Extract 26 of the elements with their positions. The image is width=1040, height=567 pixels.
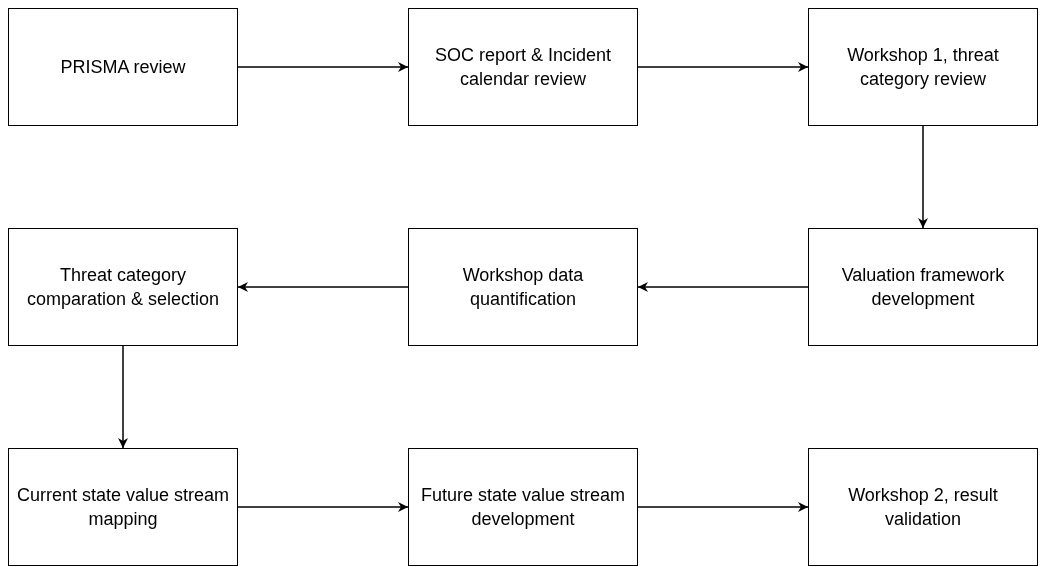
- arrow: [637, 282, 809, 292]
- arrow: [118, 345, 128, 449]
- step-label: Valuation framework development: [840, 264, 1006, 311]
- arrow: [237, 502, 409, 512]
- process-box: [808, 448, 1038, 566]
- process-box: [408, 228, 638, 346]
- process-box: [408, 8, 638, 126]
- arrow: [237, 282, 409, 292]
- process-box: [808, 8, 1038, 126]
- arrow: [637, 62, 809, 72]
- step-label: SOC report & Incident calendar review: [433, 44, 613, 91]
- arrow: [918, 125, 928, 229]
- step-label: Future state value stream development: [419, 484, 627, 531]
- process-box: [8, 448, 238, 566]
- step-label: Workshop 1, threat category review: [846, 44, 1000, 91]
- step-label: Workshop data quantification: [461, 264, 585, 311]
- process-box: [408, 448, 638, 566]
- arrow: [237, 62, 409, 72]
- process-box: [808, 228, 1038, 346]
- step-label: Threat category comparation & selection: [25, 264, 221, 311]
- step-label: PRISMA review: [60, 56, 186, 79]
- step-label: Workshop 2, result validation: [847, 484, 999, 531]
- process-box: [8, 8, 238, 126]
- arrow: [637, 502, 809, 512]
- step-label: Current state value stream mapping: [15, 484, 231, 531]
- process-box: [8, 228, 238, 346]
